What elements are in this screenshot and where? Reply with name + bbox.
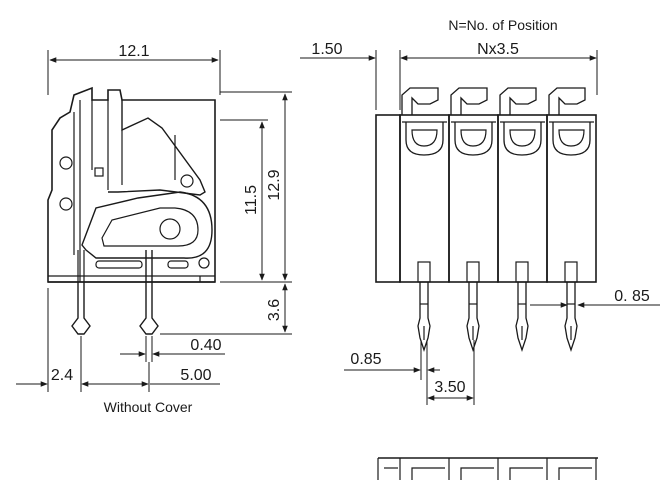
top-view-module (411, 458, 450, 480)
side-height-inner-label: 11.5 (243, 185, 260, 215)
top-view-module (460, 458, 499, 480)
top-view-partial (377, 457, 598, 480)
front-pin-width-right-label: 0. 85 (614, 288, 650, 305)
side-pin-right (139, 250, 159, 335)
side-body-outline (47, 86, 216, 283)
side-view-caption: Without Cover (104, 399, 193, 415)
side-hole-upper (59, 156, 73, 170)
front-pin (564, 261, 578, 353)
front-left-offset-label: 1.50 (311, 41, 342, 58)
front-module (546, 87, 597, 353)
clamp-circle (159, 218, 181, 240)
side-pin-offset-label: 2.4 (51, 367, 73, 384)
side-pin-length-label: 3.6 (266, 299, 283, 321)
front-pin-pitch-label: 3.50 (434, 379, 465, 396)
side-height-outer-label: 12.9 (266, 169, 283, 200)
front-pin (466, 261, 480, 353)
front-total-width-label: Nx3.5 (477, 41, 519, 58)
side-pin-left (71, 282, 91, 335)
front-pin (417, 261, 431, 353)
top-view-module (558, 458, 597, 480)
side-width-label: 12.1 (118, 43, 149, 60)
side-pin-pitch-label: 5.00 (180, 367, 211, 384)
top-view-module (509, 458, 548, 480)
front-pin (515, 261, 529, 353)
front-pin-width-left-label: 0.85 (350, 351, 381, 368)
front-module (399, 87, 450, 353)
side-lever (108, 100, 206, 196)
front-module (497, 87, 548, 353)
header-note: N=No. of Position (448, 17, 557, 33)
lever-pivot-circle (180, 174, 194, 188)
side-pin-thickness-label: 0.40 (190, 337, 221, 354)
side-hole-lower (59, 197, 73, 211)
side-spring (81, 191, 213, 259)
front-module (448, 87, 499, 353)
front-modules (399, 87, 597, 353)
front-view: N=No. of Position 1.50 Nx3.5 0.85 3.50 0… (300, 17, 660, 480)
side-view: 12.1 11.5 12.9 3.6 0.40 2.4 5.00 Without… (16, 43, 292, 415)
front-left-plate (375, 114, 401, 283)
